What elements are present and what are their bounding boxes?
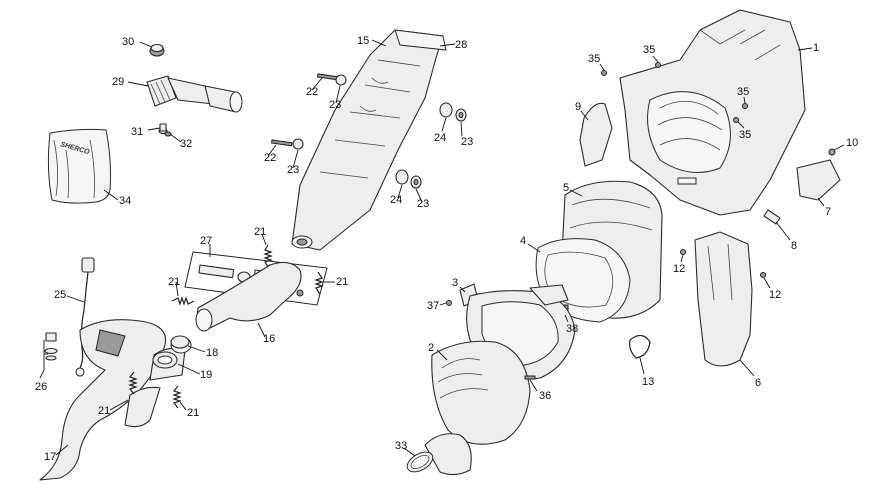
part-spring-lower-left	[128, 371, 138, 395]
callout-10: 10	[846, 137, 858, 149]
part-mudguard-screws	[680, 249, 766, 278]
part-drain-plug	[44, 332, 58, 361]
callout-35-a: 35	[588, 53, 600, 65]
part-storage-bag: SHERCO	[47, 128, 111, 204]
part-airbox-bracket	[763, 148, 841, 225]
callout-16: 16	[263, 333, 275, 345]
callout-24-upper: 24	[434, 132, 446, 144]
part-small-bolt	[158, 123, 172, 137]
callout-24-lower: 24	[390, 194, 402, 206]
callout-32: 32	[180, 138, 192, 150]
callout-23-lower-left: 23	[287, 164, 299, 176]
callout-12-right: 12	[769, 289, 781, 301]
callout-34: 34	[119, 195, 131, 207]
part-silencer-clamp-upper	[317, 73, 467, 122]
callout-22-upper: 22	[306, 86, 318, 98]
callout-37: 37	[427, 300, 439, 312]
part-bolt-36	[524, 375, 536, 380]
callout-27: 27	[200, 235, 212, 247]
callout-25: 25	[54, 289, 66, 301]
part-spring-right	[314, 271, 324, 295]
callout-23-upper-left: 23	[329, 99, 341, 111]
callout-31: 31	[131, 126, 143, 138]
callout-7: 7	[825, 206, 831, 218]
callout-13: 13	[642, 376, 654, 388]
part-spring-lower-right	[172, 385, 182, 409]
callout-35-c: 35	[737, 86, 749, 98]
callout-2: 2	[428, 342, 434, 354]
callout-22-lower: 22	[264, 152, 276, 164]
callout-21-upper: 21	[254, 226, 266, 238]
callout-29: 29	[112, 76, 124, 88]
callout-12-left: 12	[673, 263, 685, 275]
part-spring-upper	[263, 244, 273, 268]
part-airbox	[619, 9, 806, 216]
callout-38: 38	[566, 323, 578, 335]
callout-35-d: 35	[739, 129, 751, 141]
callout-9: 9	[575, 101, 581, 113]
part-link-pipe	[195, 261, 302, 332]
part-spring-mid	[171, 296, 195, 306]
part-gasket-18	[170, 335, 190, 349]
callout-5: 5	[563, 182, 569, 194]
part-hose-clip	[629, 334, 651, 359]
part-side-panel	[579, 102, 613, 167]
callout-6: 6	[755, 377, 761, 389]
callout-23-upper-right: 23	[461, 136, 473, 148]
callout-1: 1	[813, 42, 819, 54]
callout-18: 18	[206, 347, 218, 359]
part-intake-cover	[431, 340, 531, 445]
part-silencer-clamp-lower	[271, 138, 422, 189]
callout-26: 26	[35, 381, 47, 393]
part-gasket-19	[152, 351, 178, 369]
callout-15: 15	[357, 35, 369, 47]
callout-19: 19	[200, 369, 212, 381]
leader-lines	[39, 39, 845, 457]
part-exhaust-header	[39, 319, 192, 481]
callout-21-right: 21	[336, 276, 348, 288]
part-intake-hose	[406, 433, 472, 476]
callout-28: 28	[455, 39, 467, 51]
part-silencer-body	[291, 29, 447, 251]
part-end-cap	[149, 43, 165, 57]
callout-3: 3	[452, 277, 458, 289]
callout-21-mid: 21	[168, 276, 180, 288]
part-silencer-end	[146, 75, 243, 113]
callout-21-lower-left: 21	[98, 405, 110, 417]
part-mudguard	[694, 231, 753, 367]
callout-33: 33	[395, 440, 407, 452]
callout-23-lower-right: 23	[417, 198, 429, 210]
callout-8: 8	[791, 240, 797, 252]
callout-36: 36	[539, 390, 551, 402]
callout-21-lower-right: 21	[187, 407, 199, 419]
part-airbox-bolts	[601, 62, 748, 123]
callout-labels: 30 29 31 32 34 15 28 22 23 24 23 22 23 2…	[35, 35, 858, 463]
callout-4: 4	[520, 235, 526, 247]
callout-17: 17	[44, 451, 56, 463]
callout-35-b: 35	[643, 44, 655, 56]
callout-30: 30	[122, 36, 134, 48]
